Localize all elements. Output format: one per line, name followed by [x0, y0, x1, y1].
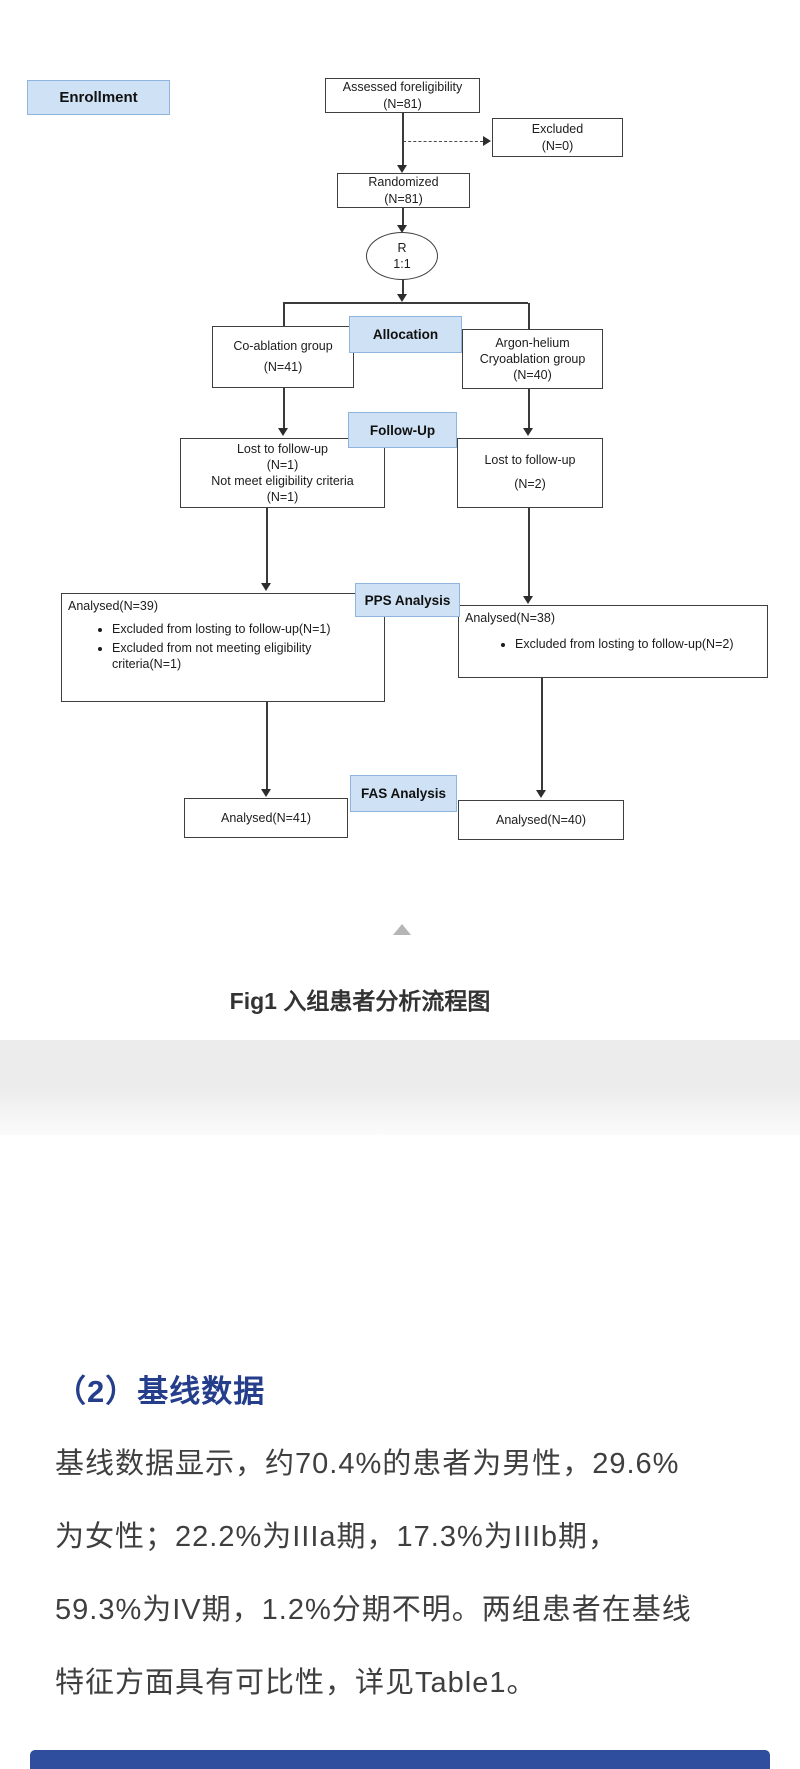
node-randomization-ratio: R 1:1: [366, 232, 438, 280]
connector-ppsright-fas: [541, 678, 543, 791]
arrowhead-icon: [483, 136, 491, 146]
node-fas-analysed-left: Analysed(N=41): [184, 798, 348, 838]
node-argon-helium-group: Argon-helium Cryoablation group (N=40): [462, 329, 603, 389]
node-co-ablation-group: Co-ablation group (N=41): [212, 326, 354, 388]
stage-label-text: FAS Analysis: [360, 786, 447, 801]
connector-randomized-r: [402, 208, 404, 226]
node-count: (N=40): [513, 368, 552, 383]
section-heading: （2）基线数据: [55, 1374, 266, 1409]
arrowhead-icon: [397, 225, 407, 233]
arrowhead-icon: [397, 165, 407, 173]
node-count: (N=81): [384, 191, 423, 206]
node-count: (N=0): [541, 138, 574, 153]
node-fas-analysed-right: Analysed(N=40): [458, 800, 624, 840]
section-divider-band: [0, 1040, 800, 1135]
node-title: Analysed(N=39): [68, 599, 158, 613]
exclusion-list: Excluded from losting to follow-up(N=1) …: [96, 621, 378, 674]
node-pps-analysed-left: Analysed(N=39) Excluded from losting to …: [61, 593, 385, 702]
node-assessed-foreligibility: Assessed foreligibility (N=81): [325, 78, 480, 113]
node-text: Analysed(N=41): [221, 810, 311, 825]
exclusion-item: Excluded from losting to follow-up(N=1): [112, 621, 378, 637]
node-text: Lost to follow-up: [484, 453, 576, 468]
branch-right-drop: [528, 303, 530, 329]
connector-excluded: [403, 141, 483, 142]
node-title: Analysed(N=38): [465, 611, 555, 625]
exclusion-list: Excluded from losting to follow-up(N=2): [499, 636, 734, 654]
node-text: Not meet eligibility criteria: [211, 474, 354, 488]
figure-caption: Fig1 入组患者分析流程图: [229, 988, 491, 1014]
stage-label-pps-analysis: PPS Analysis: [355, 583, 460, 617]
arrowhead-icon: [261, 789, 271, 797]
node-pps-analysed-right: Analysed(N=38) Excluded from losting to …: [458, 605, 768, 678]
paragraph-line: 基线数据显示，约70.4%的患者为男性，29.6%: [55, 1448, 680, 1480]
node-text: Argon-helium: [495, 335, 570, 350]
paragraph-line: 59.3%为IV期，1.2%分期不明。两组患者在基线: [55, 1594, 692, 1626]
baseline-paragraph: 基线数据显示，约70.4%的患者为男性，29.6% 为女性；22.2%为IIIa…: [55, 1428, 755, 1720]
stage-label-followup: Follow-Up: [348, 412, 457, 448]
arrowhead-icon: [536, 790, 546, 798]
arrowhead-icon: [261, 583, 271, 591]
node-excluded: Excluded (N=0): [492, 118, 623, 157]
connector-r-branch: [402, 280, 404, 295]
stage-label-text: PPS Analysis: [364, 592, 451, 608]
node-text: Co-ablation group: [233, 338, 333, 353]
connector-groupright-fu: [528, 389, 530, 428]
node-text: Assessed foreligibility: [342, 80, 463, 95]
connector-assessed-randomized: [402, 113, 404, 165]
arrowhead-icon: [523, 428, 533, 436]
arrowhead-icon: [397, 294, 407, 302]
stage-label-enrollment: Enrollment: [27, 80, 170, 115]
arrowhead-icon: [278, 428, 288, 436]
node-count: (N=81): [383, 96, 422, 111]
node-lost-followup-right: Lost to follow-up (N=2): [457, 438, 603, 508]
node-count: (N=2): [514, 477, 546, 491]
node-count: (N=1): [266, 490, 299, 505]
node-lost-followup-left: Lost to follow-up (N=1) Not meet eligibi…: [180, 438, 385, 508]
branch-left-drop: [283, 303, 285, 326]
node-ratio: 1:1: [393, 257, 411, 271]
collapse-triangle-icon[interactable]: [393, 924, 411, 935]
stage-label-allocation: Allocation: [349, 316, 462, 353]
node-text: R: [397, 240, 407, 255]
table1-header-bar: [30, 1750, 770, 1769]
node-text: Cryoablation group: [479, 351, 586, 366]
exclusion-item: Excluded from losting to follow-up(N=2): [515, 636, 734, 652]
paragraph-line: 特征方面具有可比性，详见Table1。: [55, 1667, 537, 1699]
node-count: (N=1): [266, 457, 299, 472]
connector-fuleft-pps: [266, 508, 268, 583]
node-text: Lost to follow-up: [236, 441, 329, 456]
arrowhead-icon: [523, 596, 533, 604]
stage-label-text: Enrollment: [59, 89, 138, 106]
stage-label-fas-analysis: FAS Analysis: [350, 775, 457, 812]
node-randomized: Randomized (N=81): [337, 173, 470, 208]
node-text: Excluded: [531, 122, 584, 137]
connector-groupleft-fu: [283, 388, 285, 428]
paragraph-line: 为女性；22.2%为IIIa期，17.3%为IIIb期，: [55, 1521, 619, 1553]
node-count: (N=41): [263, 360, 303, 374]
node-text: Analysed(N=40): [496, 812, 586, 827]
stage-label-text: Follow-Up: [369, 422, 436, 438]
node-text: Randomized: [368, 175, 439, 190]
connector-ppsleft-fas: [266, 702, 268, 790]
stage-label-text: Allocation: [372, 327, 439, 342]
connector-furight-pps: [528, 508, 530, 597]
branch-line: [283, 302, 528, 304]
exclusion-item: Excluded from not meeting eligibility cr…: [112, 640, 378, 673]
